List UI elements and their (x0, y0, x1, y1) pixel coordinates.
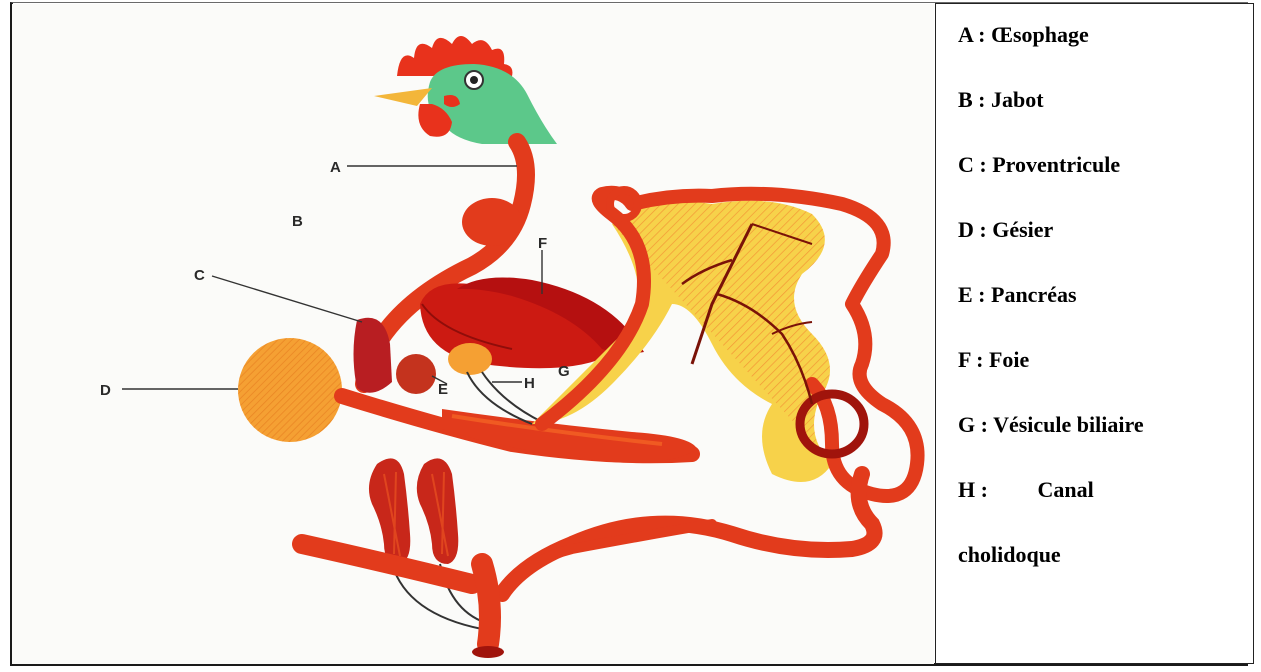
label-b: B (292, 213, 303, 230)
legend-name: Pancréas (991, 282, 1077, 307)
legend-name: Jabot (991, 87, 1044, 112)
legend-name: Foie (989, 347, 1029, 372)
label-e: E (438, 381, 448, 398)
legend-item-b: B : Jabot (958, 87, 1044, 113)
legend-item-c: C : Proventricule (958, 152, 1120, 178)
legend-item-f: F : Foie (958, 347, 1029, 373)
small-intestine (502, 190, 918, 594)
diagram-svg: A B C D E F G H (12, 4, 934, 664)
label-f: F (538, 235, 547, 252)
legend-item-e: E : Pancréas (958, 282, 1077, 308)
beak (374, 88, 432, 106)
duodenum-bulb (396, 354, 436, 394)
label-c: C (194, 267, 205, 284)
legend-item-d: D : Gésier (958, 217, 1053, 243)
gizzard (238, 338, 342, 442)
chicken-head (374, 36, 557, 144)
legend-name: cholidoque (958, 542, 1061, 567)
legend-box: A : Œsophage B : Jabot C : Proventricule… (935, 3, 1254, 664)
legend-name: Gésier (992, 217, 1053, 242)
legend-name: Vésicule biliaire (993, 412, 1144, 437)
legend-item-a: A : Œsophage (958, 22, 1089, 48)
label-h: H (524, 375, 535, 392)
callout-c (212, 276, 362, 322)
ceca (369, 458, 490, 629)
gallbladder (448, 343, 492, 375)
legend-item-h: H : Canal (958, 477, 1094, 503)
label-a: A (330, 159, 341, 176)
label-d: D (100, 382, 111, 399)
legend-item-h-continued: cholidoque (958, 542, 1061, 568)
colon (302, 544, 504, 658)
legend-name: Canal (1037, 477, 1093, 502)
legend-item-g: G : Vésicule biliaire (958, 412, 1144, 438)
legend-name: Proventricule (992, 152, 1120, 177)
label-g: G (558, 363, 570, 380)
pancreas (442, 409, 697, 463)
crop (462, 198, 522, 246)
digestive-system-diagram: A B C D E F G H (12, 4, 934, 664)
duodenal-loop (342, 396, 697, 463)
legend-name: Œsophage (991, 22, 1089, 47)
